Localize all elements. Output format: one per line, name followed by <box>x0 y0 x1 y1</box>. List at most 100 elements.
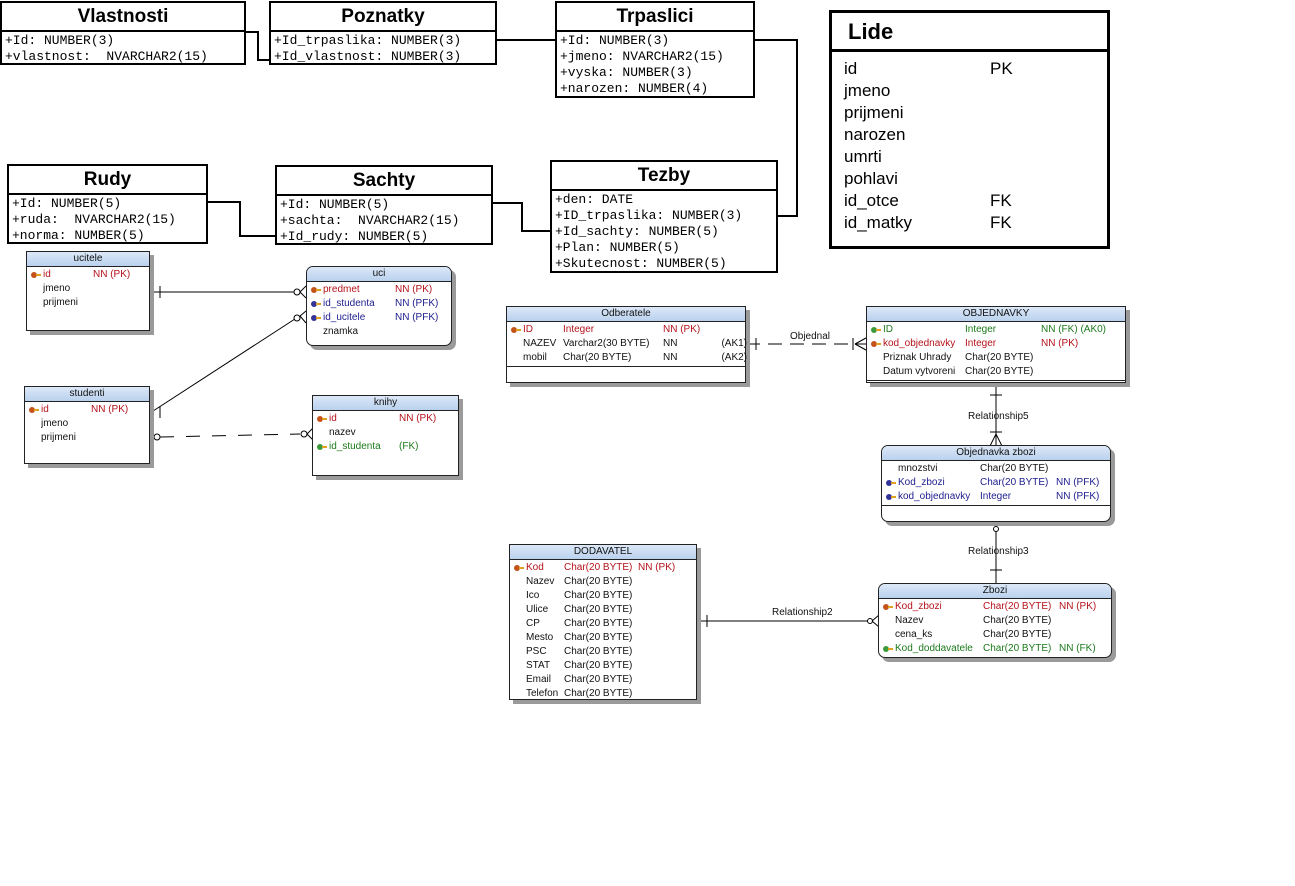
column-name: predmet <box>323 284 360 295</box>
relationship-label-objednal[interactable]: Objednal <box>790 331 831 342</box>
relationship-label-5[interactable]: Relationship5 <box>968 411 1029 422</box>
no-key-spacer <box>512 631 526 645</box>
column-flags: NN <box>663 338 678 349</box>
class-vlastnosti[interactable]: Vlastnosti +Id: NUMBER(3)+vlastnost: NVA… <box>0 1 246 65</box>
entity-column[interactable]: prijmeni <box>29 296 149 310</box>
column-name: PSC <box>526 646 547 657</box>
entity-column[interactable]: prijmeni <box>27 431 149 445</box>
class-title: Poznatky <box>271 3 495 32</box>
no-key-spacer <box>881 614 895 628</box>
column-type: Integer <box>563 324 595 335</box>
column-flags <box>638 589 698 603</box>
class-rudy[interactable]: Rudy +Id: NUMBER(5)+ruda: NVARCHAR2(15)+… <box>7 164 208 244</box>
entity-column[interactable]: nazev <box>315 426 458 440</box>
class-attribute: +Id_vlastnost: NUMBER(3) <box>274 49 462 64</box>
class-tezby[interactable]: Tezby +den: DATE+ID_trpaslika: NUMBER(3)… <box>550 160 778 273</box>
column-flags: NN (PFK) <box>395 312 439 323</box>
no-key-spacer <box>869 351 883 365</box>
class-poznatky[interactable]: Poznatky +Id_trpaslika: NUMBER(3)+Id_vla… <box>269 1 497 65</box>
relationship-label-3[interactable]: Relationship3 <box>968 546 1029 557</box>
class-trpaslici[interactable]: Trpaslici +Id: NUMBER(3)+jmeno: NVARCHAR… <box>555 1 755 98</box>
column-name: Priznak Uhrady <box>883 352 952 363</box>
class-attribute: +Id: NUMBER(3) <box>5 33 115 48</box>
pk-key-icon <box>881 600 895 614</box>
column-name: umrti <box>844 147 882 166</box>
link-sachty-tezby <box>492 202 552 232</box>
class-attrs: +den: DATE+ID_trpaslika: NUMBER(3)+Id_sa… <box>552 191 776 273</box>
column-flags <box>638 687 698 701</box>
class-title: Trpaslici <box>557 3 753 32</box>
entity-column[interactable]: znamka <box>309 325 451 339</box>
column-name: prijmeni <box>844 103 904 122</box>
column-flags: NN (PK) <box>399 413 437 424</box>
column-type: Char(20 BYTE) <box>965 352 1034 363</box>
entity-column[interactable]: Priznak Uhrady Char(20 BYTE) <box>869 351 1125 365</box>
column-type: Char(20 BYTE) <box>564 604 633 615</box>
class-title: Vlastnosti <box>2 3 244 32</box>
column-flags <box>1056 462 1116 476</box>
entity-column[interactable]: id_studenta(FK) <box>315 440 458 454</box>
column-type: Char(20 BYTE) <box>564 576 633 587</box>
pk-key-icon <box>869 337 883 351</box>
class-sachty[interactable]: Sachty +Id: NUMBER(5)+sachta: NVARCHAR2(… <box>275 165 493 245</box>
column-flags: NN (FK) (AK0) <box>1041 324 1106 335</box>
column-name: id <box>844 59 858 78</box>
column-name: STAT <box>526 660 551 671</box>
column-ak <box>707 323 747 337</box>
entity-column[interactable]: jmeno <box>27 417 149 431</box>
column-type: Integer <box>965 338 997 349</box>
column-type: Char(20 BYTE) <box>980 463 1049 474</box>
entity-divider <box>507 366 745 367</box>
column-flags <box>638 673 698 687</box>
column-name: narozen <box>844 125 906 144</box>
pk-key-icon <box>512 561 526 575</box>
relationship-label-2[interactable]: Relationship2 <box>772 607 833 618</box>
column-name: Kod_zbozi <box>895 601 942 612</box>
no-key-spacer <box>512 575 526 589</box>
pk-key-icon <box>509 323 523 337</box>
entity-column[interactable]: jmeno <box>29 282 149 296</box>
class-attribute: +jmeno: NVARCHAR2(15) <box>560 49 724 64</box>
